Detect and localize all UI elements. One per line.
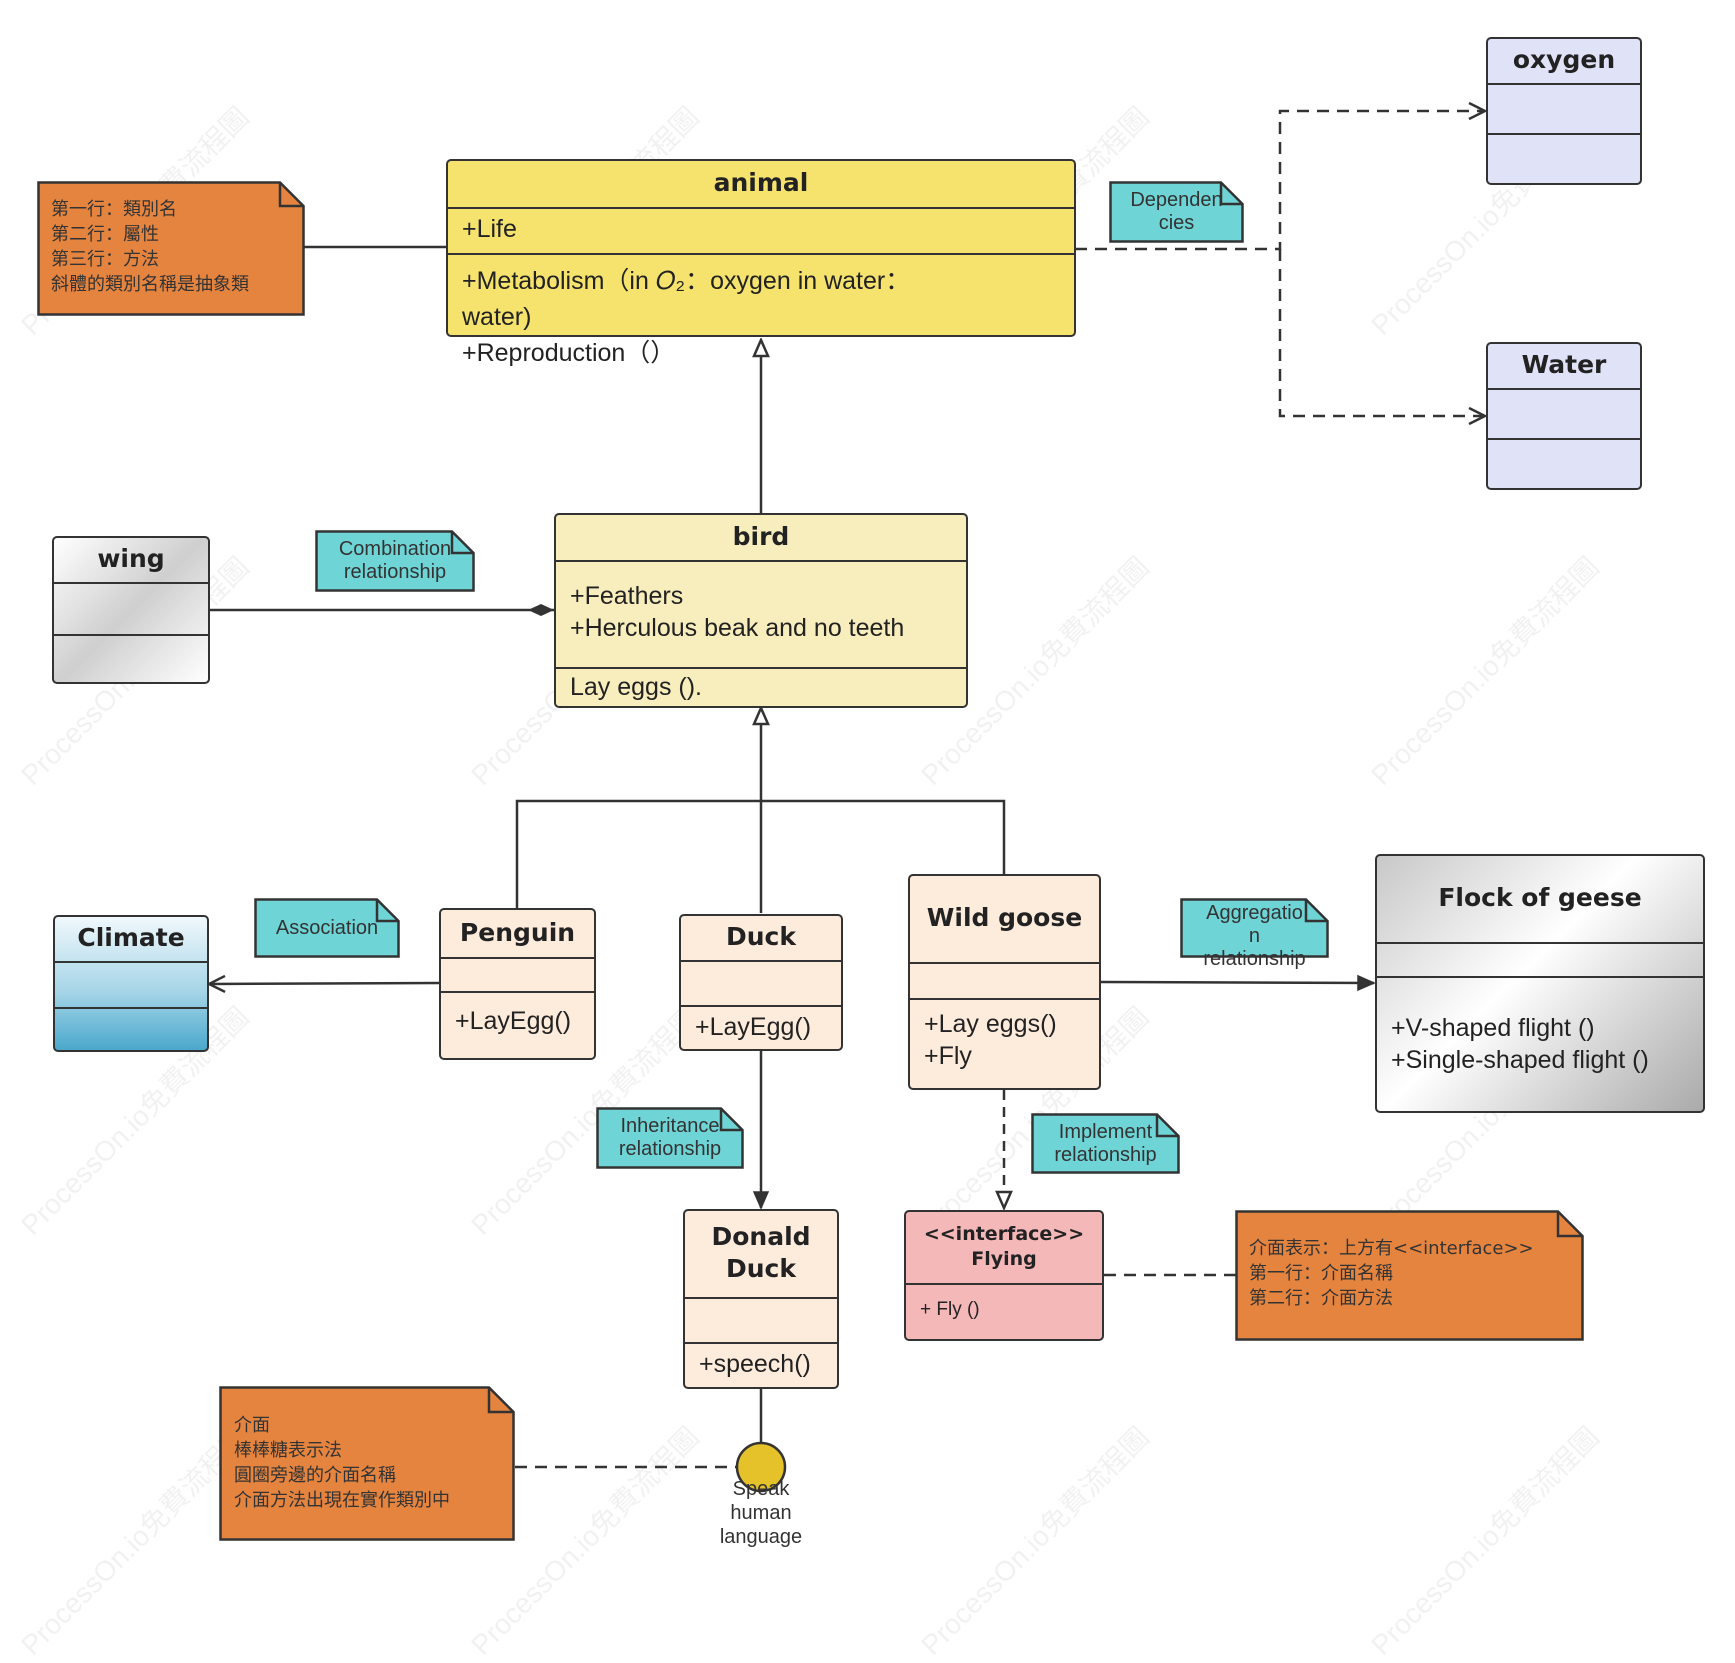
class-wing-attributes [54,582,208,634]
tag-combination-shape [315,530,475,592]
tag-dependencies-shape [1109,181,1244,243]
class-bird-attributes: +Feathers +Herculous beak and no teeth [556,560,966,667]
class-penguin-attributes [441,957,594,991]
interface-flying-header: <<interface>> Flying [906,1212,1102,1283]
note-class-legend-text: 第一行：類別名 第二行：屬性 第三行：方法 斜體的類別名稱是抽象類 [51,199,249,295]
tag-association-shape [254,898,400,958]
class-animal-name: animal [713,168,809,197]
class-donald-attributes [685,1297,837,1342]
class-wild-goose-attributes [910,962,1099,998]
interface-flying[interactable]: <<interface>> Flying + Fly () [904,1210,1104,1341]
class-climate-name: Climate [77,923,185,952]
class-animal-attributes: +Life [448,207,1074,253]
class-water-methods [1488,438,1640,488]
tag-implement-text: Implement relationship [1054,1120,1157,1166]
class-wild-goose[interactable]: Wild goose +Lay eggs() +Fly [908,874,1101,1090]
class-flock-name: Flock of geese [1438,883,1642,912]
association-penguin-climate [209,983,440,984]
tag-combination: Combination relationship [315,530,475,592]
note-lollipop-legend-shape [219,1386,515,1541]
interface-flying-methods: + Fly () [906,1283,1102,1339]
tag-combination-text: Combination relationship [338,538,452,583]
class-climate-methods [55,1007,207,1050]
aggregation-goose-flock [1100,974,1376,992]
tag-association: Association [254,898,400,958]
tag-inheritance: Inheritance relationship [596,1107,744,1169]
note-interface-legend: 介面表示：上方有<<interface>> 第一行：介面名稱 第二行：介面方法 [1235,1210,1584,1341]
class-bird-name: bird [732,522,790,551]
class-wild-goose-methods: +Lay eggs() +Fly [910,998,1099,1088]
tag-dependencies-text: Dependen cies [1130,189,1223,234]
note-class-legend-shape [37,181,305,316]
tag-aggregation: Aggregatio n relationship [1180,898,1329,970]
class-bird-methods: Lay eggs (). [556,667,966,706]
lollipop-interface-icon [735,1441,787,1493]
class-penguin-methods: +LayEgg() [441,991,594,1058]
class-donald-name: Donald Duck [711,1222,811,1283]
class-duck-name: Duck [726,922,796,951]
class-flock-methods: +V-shaped flight () +Single-shaped fligh… [1377,976,1703,1111]
interface-flying-name: Flying [971,1248,1037,1270]
tag-implement-shape [1031,1113,1180,1174]
tag-inheritance-text: Inheritance relationship [618,1115,722,1160]
class-donald-methods: +speech() [685,1342,837,1387]
note-class-legend: 第一行：類別名 第二行：屬性 第三行：方法 斜體的類別名稱是抽象類 [37,181,305,316]
connector-layer [0,0,1735,1469]
class-flock-of-geese[interactable]: Flock of geese +V-shaped flight () +Sing… [1375,854,1705,1113]
class-donald-duck[interactable]: Donald Duck +speech() [683,1209,839,1389]
class-wing[interactable]: wing [52,536,210,684]
dependency-oxygen [1075,111,1485,251]
class-duck[interactable]: Duck +LayEgg() [679,914,843,1051]
tag-aggregation-shape [1180,898,1329,958]
class-penguin[interactable]: Penguin +LayEgg() [439,908,596,1060]
class-oxygen-methods [1488,133,1640,183]
interface-stereotype: <<interface>> [923,1223,1085,1245]
note-interface-legend-shape [1235,1210,1584,1341]
class-water-attributes [1488,388,1640,438]
note-interface-legend-text: 介面表示：上方有<<interface>> 第一行：介面名稱 第二行：介面方法 [1249,1238,1534,1309]
class-oxygen-attributes [1488,83,1640,133]
class-water[interactable]: Water [1486,342,1642,490]
class-wild-goose-name: Wild goose [926,903,1083,932]
tag-aggregation-text: Aggregatio n relationship [1203,902,1306,970]
tag-implement: Implement relationship [1031,1113,1180,1174]
class-wing-name: wing [97,544,165,573]
tag-dependencies: Dependen cies [1109,181,1244,243]
class-animal[interactable]: animal +Life +Metabolism（in 𝑂₂：oxygen in… [446,159,1076,367]
note-lollipop-legend-text: 介面 棒棒糖表示法 圓圈旁邊的介面名稱 介面方法出現在實作類別中 [234,1415,450,1511]
class-oxygen-name: oxygen [1512,45,1616,74]
class-penguin-name: Penguin [459,918,576,947]
note-lollipop-legend: 介面 棒棒糖表示法 圓圈旁邊的介面名稱 介面方法出現在實作類別中 [219,1386,515,1541]
class-flock-attributes [1377,942,1703,976]
dependency-water [1278,249,1485,416]
class-water-name: Water [1521,350,1607,379]
class-animal-methods: +Metabolism（in 𝑂₂：oxygen in water： water… [448,253,1074,403]
class-wing-methods [54,634,208,682]
class-climate[interactable]: Climate [53,915,209,1052]
class-climate-attributes [55,961,207,1007]
class-duck-methods: +LayEgg() [681,1005,841,1049]
class-oxygen[interactable]: oxygen [1486,37,1642,185]
class-duck-attributes [681,960,841,1005]
class-bird[interactable]: bird +Feathers +Herculous beak and no te… [554,513,968,708]
tag-association-text: Association [275,916,379,939]
tag-inheritance-shape [596,1107,744,1169]
lollipop-label: Speak human language [719,1478,803,1548]
